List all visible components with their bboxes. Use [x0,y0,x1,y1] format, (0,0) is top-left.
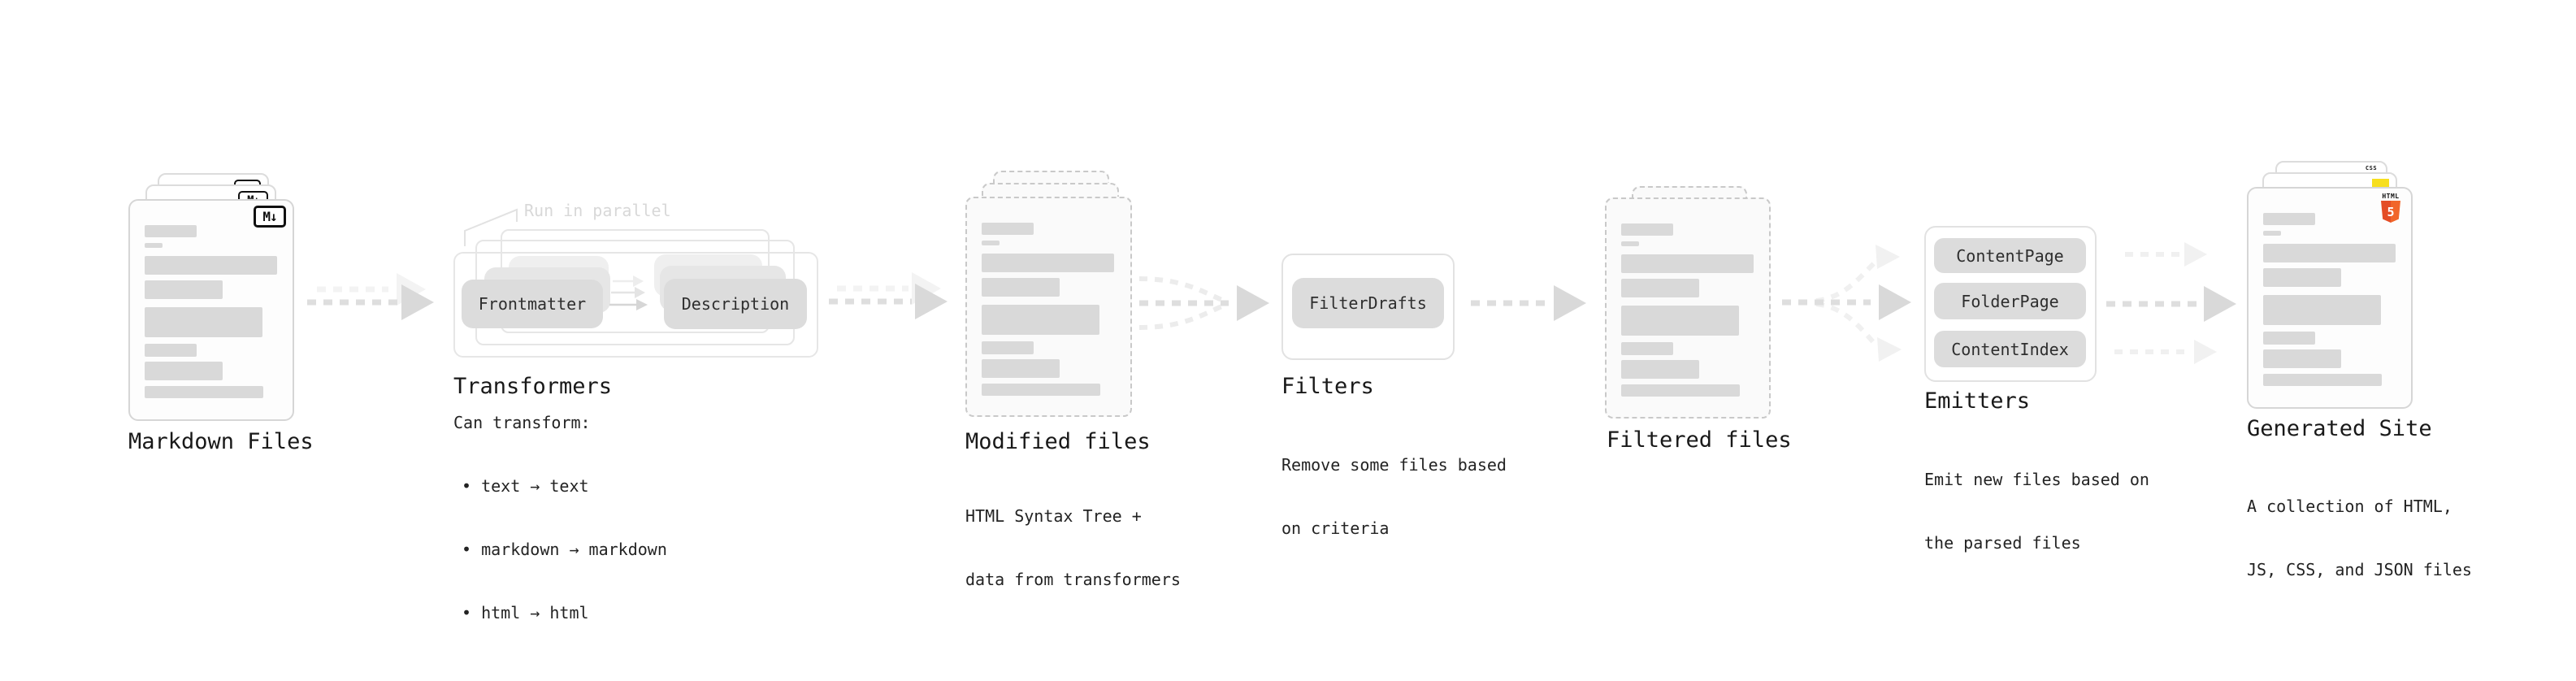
content-bar [1621,254,1754,273]
content-bar [2263,213,2315,225]
bullet-item: • markdown → markdown [462,540,667,559]
content-bar [982,305,1099,335]
content-bar [1621,279,1699,297]
modified-file-card-front [965,197,1132,417]
content-bar [145,307,262,337]
contentindex-pill: ContentIndex [1934,331,2086,367]
content-bar [1621,223,1673,236]
arrow-transformers-to-modified [829,272,948,319]
subtitle-line: HTML Syntax Tree + [965,506,1142,526]
transformers-note: Can transform: [453,413,591,432]
modified-files-subtitle: HTML Syntax Tree + data from transformer… [965,463,1181,632]
content-bar [1621,360,1699,379]
js-badge [2372,179,2389,189]
content-bar [1621,342,1673,355]
content-bar [145,280,223,299]
filters-container [1281,254,1455,360]
stage-title-generated-site: Generated Site [2247,416,2432,441]
stage-title-emitters: Emitters [1924,388,2031,414]
content-bar [1621,241,1639,246]
contentpage-pill: ContentPage [1934,238,2086,273]
markdown-file-card-front: M↓ [128,199,294,421]
html5-icon: HTML 5 [2380,193,2401,223]
content-bar [2263,332,2315,345]
content-bar [982,341,1034,354]
emitters-container [1924,226,2097,382]
css-icon-label: CSS [2365,165,2378,171]
subtitle-line: Remove some files based [1281,455,1507,475]
content-bar [145,344,197,357]
content-bar [2263,244,2396,262]
filters-subtitle: Remove some files based on criteria [1281,412,1507,581]
stage-title-modified-files: Modified files [965,429,1151,454]
content-bar [2263,349,2341,368]
content-bar [145,362,223,380]
arrow-markdown-to-transformers [307,273,434,320]
run-in-parallel-label: Run in parallel [524,201,671,220]
arrow-filtered-to-emitters-diverge [1782,245,1911,362]
content-bar [145,243,163,248]
subtitle-line: Emit new files based on [1924,470,2149,489]
html5-shield: 5 [2381,201,2400,223]
filterdrafts-pill: FilterDrafts [1292,278,1444,328]
emitters-subtitle: Emit new files based on the parsed files [1924,427,2149,596]
stage-title-markdown-files: Markdown Files [128,429,314,454]
transformers-bullets: • text → text • markdown → markdown • ht… [462,433,667,666]
subtitle-line: data from transformers [965,570,1181,589]
arrow-emitters-to-generated [2106,242,2236,364]
content-bar [982,278,1060,297]
content-bar [145,386,263,398]
folderpage-pill: FolderPage [1934,283,2086,319]
content-bar [2263,268,2341,287]
content-bar [982,359,1060,378]
arrow-filters-to-filtered [1471,285,1586,321]
generated-file-card-html: HTML 5 [2247,187,2413,409]
content-bar [1621,384,1740,397]
html5-icon-label: HTML [2382,193,2400,200]
content-bar [982,223,1034,235]
bullet-item: • html → html [462,603,589,622]
bullet-item: • text → text [462,476,589,496]
content-bar [982,241,1000,245]
stage-title-filtered-files: Filtered files [1607,427,1792,453]
frontmatter-pill: Frontmatter [462,280,603,328]
subtitle-line: A collection of HTML, [2247,497,2452,516]
content-bar [982,384,1100,396]
content-bar [145,256,277,275]
content-bar [2263,295,2381,325]
content-bar [1621,306,1739,336]
stage-title-filters: Filters [1281,374,1374,399]
filtered-file-card-front [1605,197,1771,419]
content-bar [145,225,197,237]
markdown-icon: M↓ [254,206,286,228]
content-bar [2263,231,2281,236]
subtitle-line: JS, CSS, and JSON files [2247,560,2472,579]
arrow-modified-to-filters-merge [1138,276,1269,330]
stage-title-transformers: Transformers [453,374,613,399]
content-bar [982,254,1114,272]
generated-site-subtitle: A collection of HTML, JS, CSS, and JSON … [2247,453,2472,622]
transformer-layer-front [453,252,818,358]
subtitle-line: the parsed files [1924,533,2081,553]
description-pill: Description [664,279,807,329]
subtitle-line: on criteria [1281,518,1390,538]
content-bar [2263,374,2382,386]
